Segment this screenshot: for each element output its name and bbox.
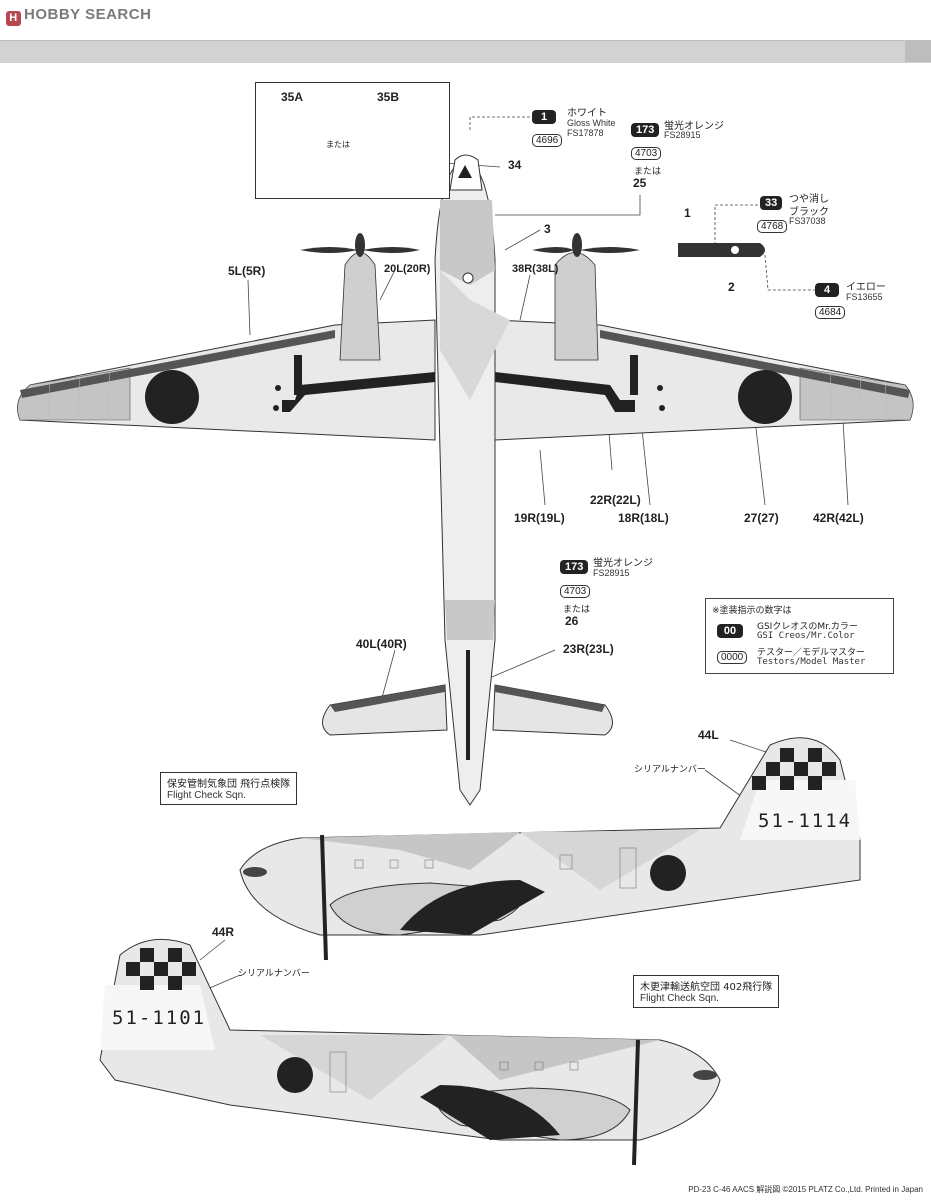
fs-code: FS28915 [664, 130, 701, 140]
part-label-40: 40L(40R) [356, 637, 407, 651]
legend-box-en: Testors/Model Master [757, 657, 866, 667]
part-label-5: 5L(5R) [228, 264, 266, 278]
header-band [0, 40, 931, 63]
mr-color-badge: 1 [532, 110, 556, 124]
or-text: または [634, 167, 662, 177]
mr-color-badge: 173 [560, 560, 589, 574]
part-label-3: 3 [544, 222, 551, 236]
testors-code-box: 4703 [560, 581, 591, 599]
footer-copyright: PD-23 C-46 AACS 解説図 ©2015 PLATZ Co.,Ltd.… [688, 1185, 923, 1194]
mr-color-badge: 173 [631, 123, 660, 137]
unit-label-box-2: 木更津輸送航空団 402飛行隊 Flight Check Sqn. [633, 975, 780, 1008]
color-name-jp-2: ブラック [789, 207, 829, 218]
part-label-27: 27(27) [744, 511, 779, 525]
legend-title: ※塗装指示の数字は [712, 606, 792, 616]
serial-number-label: シリアルナンバー [238, 969, 310, 979]
testors-code-box: 4703 [631, 143, 662, 161]
top-view-fuselage [434, 154, 510, 806]
mr-color-badge: 33 [760, 196, 783, 210]
color-callout-4: 4 [815, 280, 839, 298]
unit-name-jp: 保安管制気象団 飛行点検隊 [167, 779, 291, 790]
color-callout-173a: 173 [631, 120, 660, 138]
part-label-38: 38R(38L) [512, 263, 559, 275]
part-label-35a: 35A [281, 90, 304, 104]
serial-number-1: 51-1114 [758, 810, 853, 832]
color-callout-33: 33 [760, 193, 783, 211]
top-view-wing-stripes [273, 355, 665, 412]
color-callout-1: 1 [532, 107, 556, 125]
part-label-1: 1 [684, 206, 691, 220]
part-label-2: 2 [728, 280, 735, 294]
part-label-23: 23R(23L) [563, 642, 614, 656]
logo-text: HOBBY SEARCH [24, 6, 152, 23]
part-label-42: 42R(42L) [813, 511, 864, 525]
mr-color-badge: 4 [815, 283, 839, 297]
side-view-2 [99, 938, 721, 1166]
fs-code: FS37038 [789, 216, 826, 226]
serial-number-2: 51-1101 [112, 1007, 207, 1029]
part-label-20: 20L(20R) [384, 263, 431, 275]
logo-mark-icon: H [6, 11, 21, 26]
legend-box-jp: テスター／モデルマスター [757, 648, 866, 658]
legend-badge-en: GSI Creos/Mr.Color [757, 631, 855, 641]
header-band-accent [905, 40, 931, 62]
side-view-1 [239, 737, 861, 961]
fs-code: FS17878 [567, 128, 604, 138]
color-name-jp: 蛍光オレンジ [593, 558, 653, 569]
unit-name-en: Flight Check Sqn. [640, 993, 719, 1004]
part-label-26: 26 [565, 614, 579, 628]
fs-code: FS28915 [593, 568, 630, 578]
color-name-jp: ホワイト [567, 108, 607, 119]
serial-number-label: シリアルナンバー [634, 765, 706, 775]
legend-box: 0000 [717, 647, 748, 665]
unit-label-box-1: 保安管制気象団 飛行点検隊 Flight Check Sqn. [160, 772, 298, 805]
testors-code-box: 4696 [532, 130, 563, 148]
unit-name-jp: 木更津輸送航空団 402飛行隊 [640, 982, 773, 993]
page-header [0, 0, 931, 32]
color-name-en: Gloss White [567, 118, 616, 128]
testors-code-box: 4768 [757, 216, 788, 234]
or-text: または [563, 605, 591, 615]
part-label-44r: 44R [212, 925, 235, 939]
top-view-wings [17, 319, 914, 441]
canopy-inset-box [255, 82, 450, 199]
top-view-engines [300, 233, 640, 361]
legend-badge-jp: GSIクレオスのMr.カラー [757, 622, 858, 632]
part-label-19: 19R(19L) [514, 511, 565, 525]
color-callout-173b: 173 [560, 557, 589, 575]
antenna-part [678, 243, 765, 257]
part-label-34: 34 [508, 158, 522, 172]
part-label-25: 25 [633, 176, 647, 190]
testors-code-box: 4684 [815, 302, 846, 320]
legend-badge: 00 [717, 621, 743, 639]
part-label-18: 18R(18L) [618, 511, 669, 525]
fs-code: FS13655 [846, 292, 883, 302]
color-name-jp: イエロー [846, 282, 886, 293]
unit-name-en: Flight Check Sqn. [167, 790, 246, 801]
color-name-jp-1: つや消し [789, 194, 829, 205]
color-name-jp: 蛍光オレンジ [664, 121, 724, 132]
inset-or-text: または [326, 140, 350, 149]
top-view-tailplane [322, 684, 613, 736]
part-label-35b: 35B [377, 90, 400, 104]
part-label-44l: 44L [698, 728, 719, 742]
part-label-22: 22R(22L) [590, 493, 641, 507]
